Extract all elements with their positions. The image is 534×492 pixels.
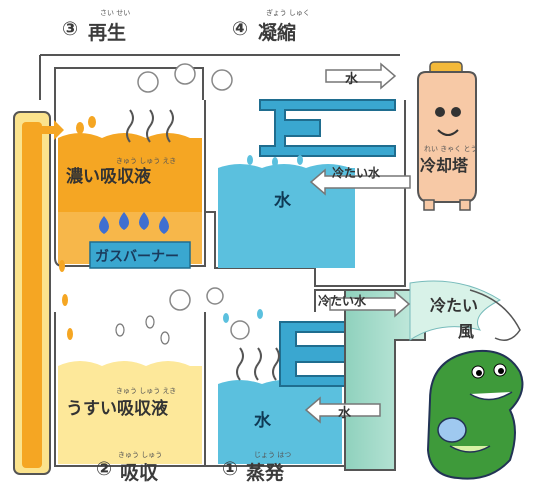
arrow-icon [26, 160, 38, 190]
flow-arrows [26, 120, 64, 460]
top-connecting-pipe [39, 54, 400, 100]
cold-wind-label-line2: 風 [458, 322, 475, 341]
dragon-character [426, 350, 524, 480]
cold-wind-swirl [469, 289, 521, 341]
flame-icon [99, 212, 169, 234]
water-arrows [304, 62, 411, 424]
arrow-icon [26, 430, 38, 460]
step-regenerate-number: ③ [62, 18, 79, 40]
solution-riser-pipe [13, 111, 51, 475]
arrow-icon [325, 62, 397, 90]
cold-water-top-label: 冷たい水 [332, 166, 381, 180]
arrow-icon [32, 120, 64, 140]
water-in-label: 水 [345, 72, 359, 87]
droplets [59, 116, 96, 340]
step-condense-ruby: ぎょう しゅく [266, 9, 310, 17]
arrow-icon [304, 396, 381, 424]
step-evaporate-label: 蒸発 [246, 462, 285, 484]
step-absorb-label: 吸収 [120, 462, 159, 484]
cooling-tower-character [417, 61, 477, 211]
weak-solution-ruby: きゅう しゅう えき [116, 387, 177, 395]
step-evaporate-number: ① [222, 458, 239, 480]
arrow-icon [26, 260, 38, 290]
cooling-tower-ruby: れい きゃく とう [424, 145, 478, 153]
absorber-spray [115, 315, 170, 345]
water-droplets [223, 155, 303, 323]
step-regenerate-ruby: さい せい [100, 9, 131, 17]
cold-water-bottom-label: 冷たい水 [318, 294, 367, 308]
step-condense-number: ④ [232, 18, 249, 40]
arrow-icon [309, 168, 411, 196]
gas-burner [89, 212, 191, 269]
gas-burner-label: ガスバーナー [95, 249, 179, 265]
water-return-label: 水 [338, 406, 352, 421]
cold-wind-label-line1: 冷たい [430, 296, 479, 315]
cloud-icon [137, 63, 250, 340]
arrow-icon [329, 290, 411, 318]
step-absorb-number: ② [96, 458, 113, 480]
strong-solution-label: 濃い吸収液 [66, 167, 151, 187]
condenser-coil [259, 99, 396, 157]
evaporator-water-label: 水 [254, 411, 271, 431]
step-regenerate-label: 再生 [88, 22, 127, 44]
steam-icon [126, 109, 280, 381]
weak-solution-label: うすい吸収液 [66, 399, 168, 419]
cooling-tower-label: 冷却塔 [420, 156, 469, 175]
step-condense-label: 凝縮 [258, 22, 297, 44]
step-evaporate-ruby: じょう はつ [254, 451, 292, 459]
cold-air-outlet [409, 280, 502, 341]
refrigerant-pipe [285, 220, 307, 268]
condenser-water-label: 水 [274, 191, 291, 211]
step-absorb-ruby: きゅう しゅう [118, 451, 163, 459]
strong-solution-ruby: きゅう しゅう えき [116, 157, 177, 165]
